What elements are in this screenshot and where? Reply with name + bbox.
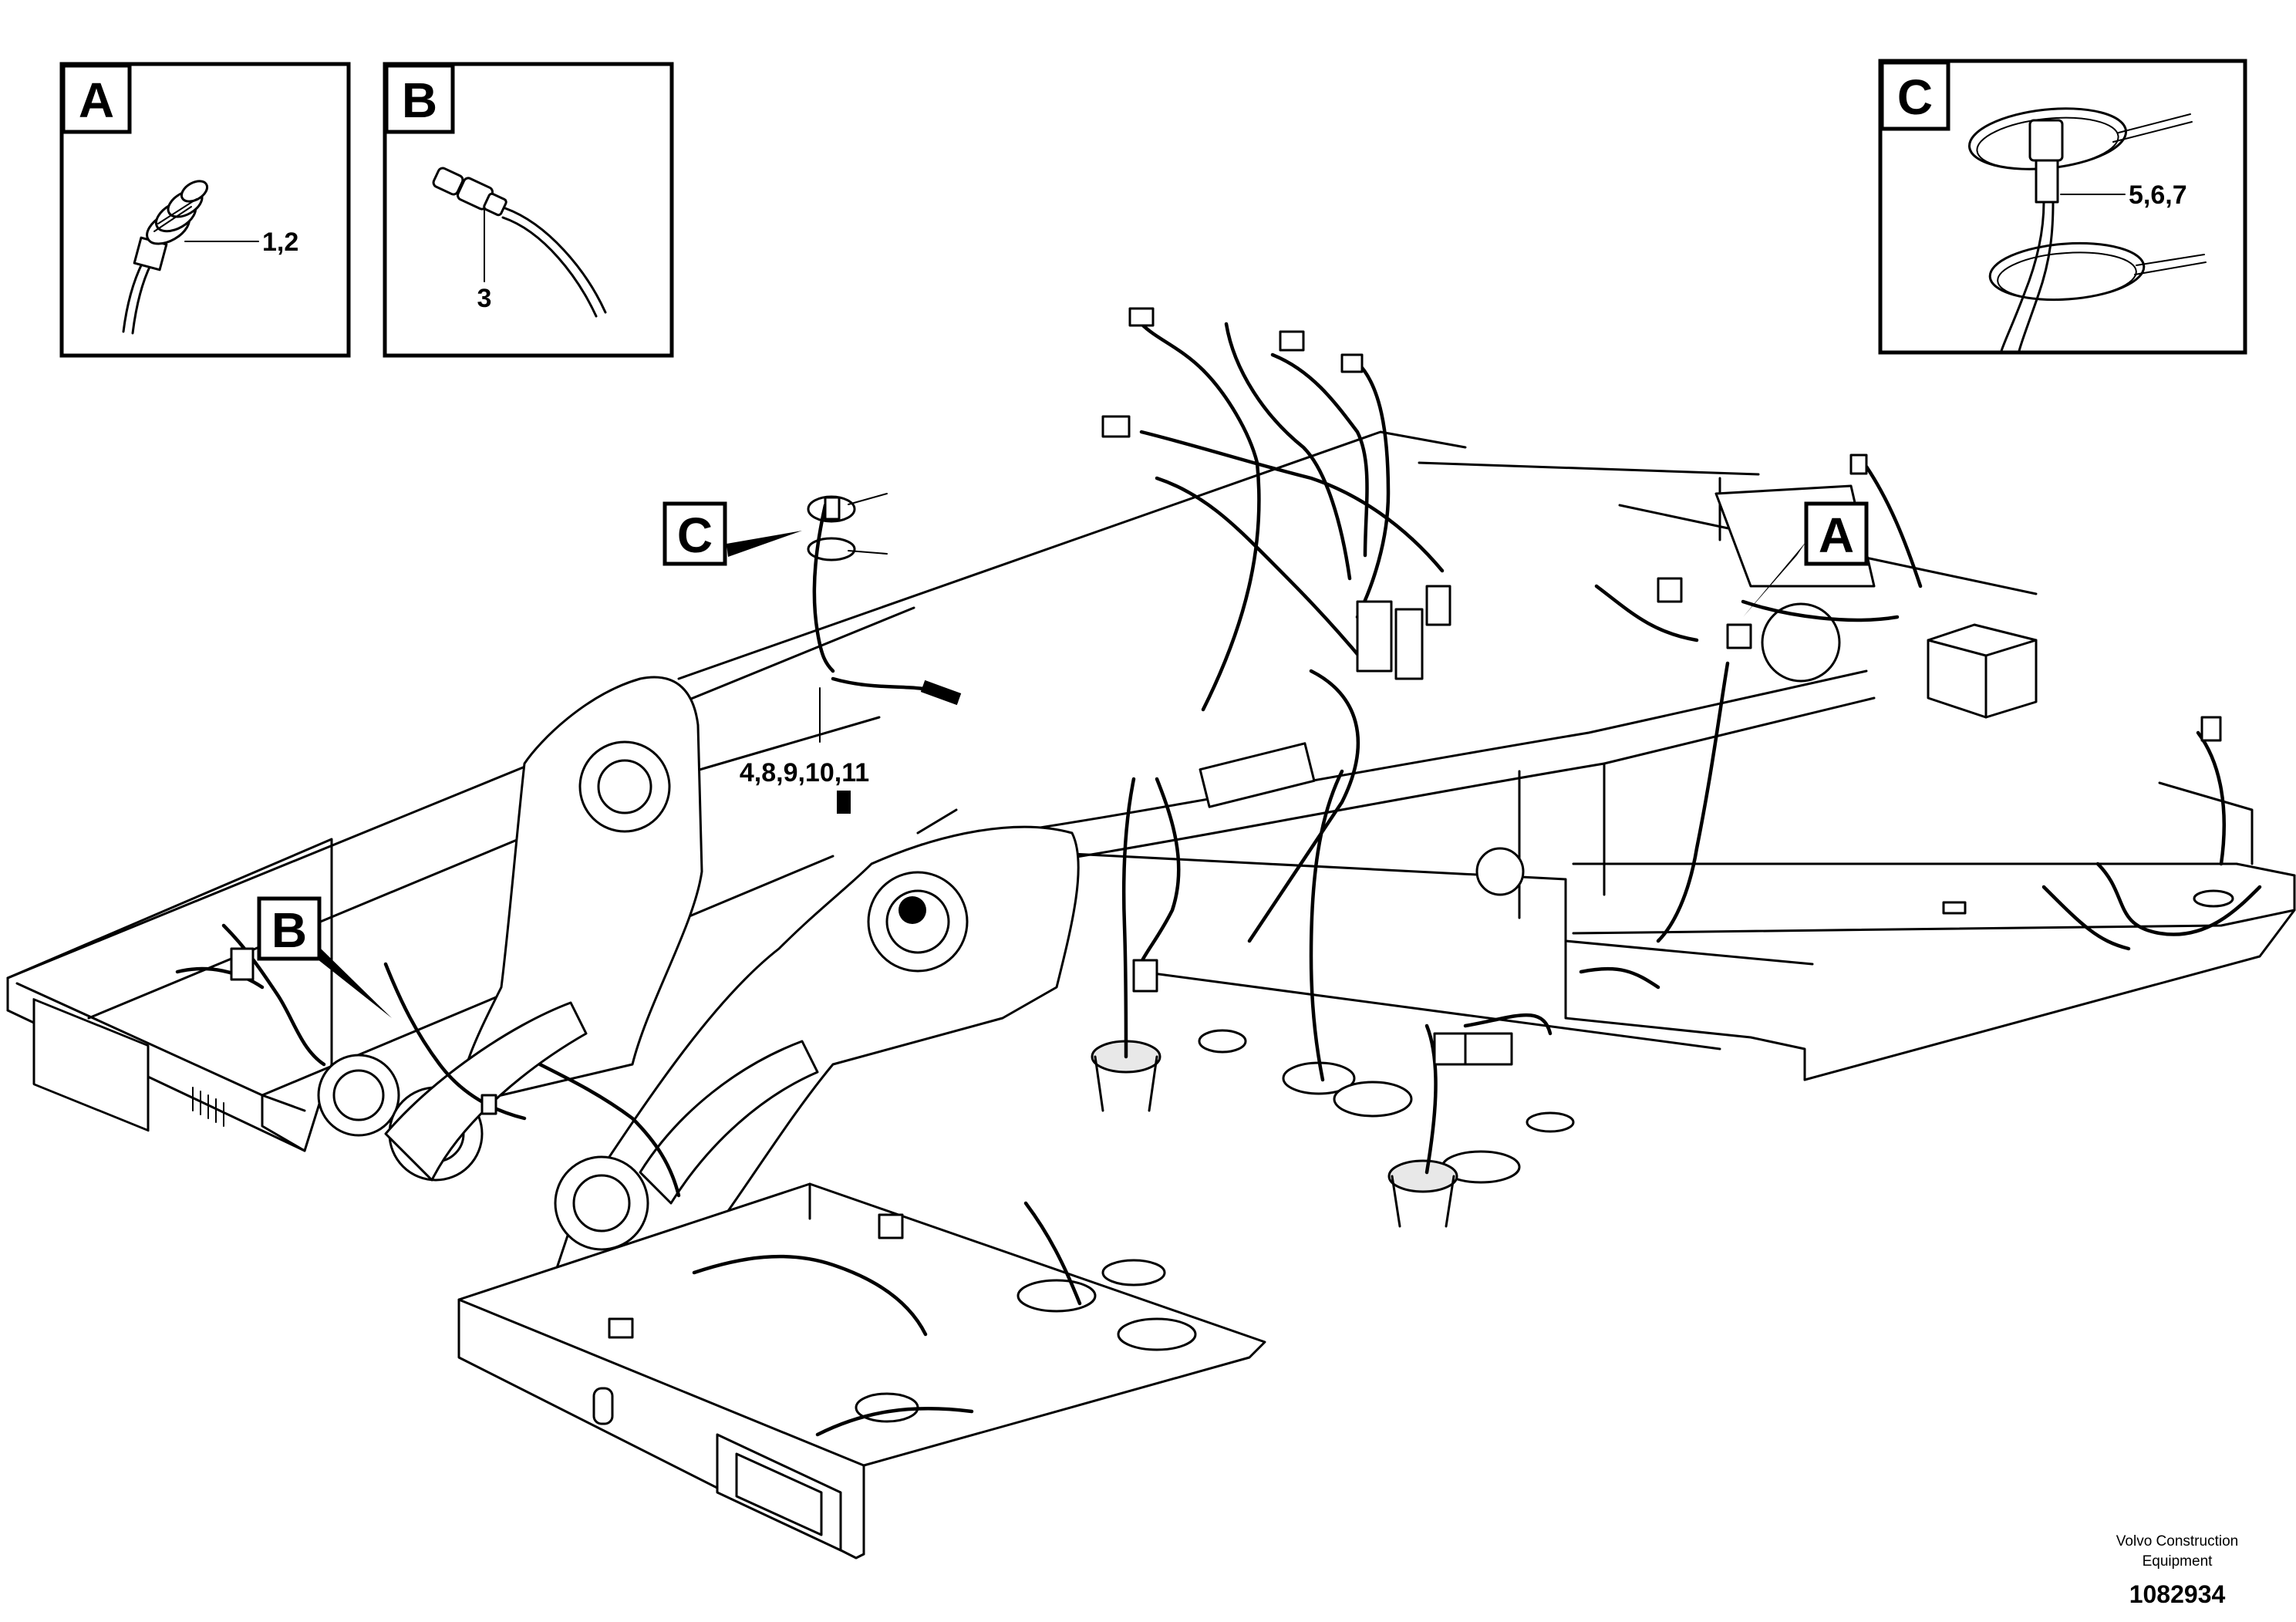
marker-b-letter: B	[271, 902, 307, 958]
wiring-harness-illustration	[175, 307, 2262, 1437]
detail-c-callout: 5,6,7	[2129, 180, 2187, 210]
marker-a-main: A	[1743, 501, 1869, 617]
detail-view-a: A 1,2	[59, 62, 351, 358]
marker-b-arrow	[318, 947, 392, 1018]
detail-a-letter: A	[79, 73, 114, 128]
detail-view-b: B 3	[383, 62, 674, 358]
marker-c-main: C	[663, 493, 888, 566]
drawing-number: 1082934	[2129, 1580, 2226, 1608]
marker-c-letter: C	[677, 508, 713, 563]
detail-a-sensor-illustration	[122, 180, 209, 335]
company-name-line1: Volvo Construction	[2116, 1533, 2238, 1549]
detail-b-callout: 3	[477, 284, 492, 313]
company-name-line2: Equipment	[2143, 1553, 2213, 1570]
detail-b-letter: B	[402, 73, 437, 128]
marker-c-arrow	[727, 531, 802, 557]
detail-b-label-box	[384, 63, 455, 134]
detail-view-c: C 5,6,7	[1878, 59, 2247, 355]
detail-c-cable-tie-illustration	[1967, 107, 2207, 352]
detail-a-label-box	[61, 63, 132, 134]
main-frame-illustration	[6, 430, 2296, 1560]
marker-b-main: B	[257, 896, 392, 1018]
main-callout: 4,8,9,10,11	[740, 758, 869, 787]
detail-c-label-box	[1880, 60, 1950, 131]
detail-b-connector-illustration	[432, 167, 607, 318]
detail-a-callout: 1,2	[262, 228, 298, 257]
detail-c-letter: C	[1897, 69, 1933, 125]
marker-a-letter: A	[1819, 508, 1854, 563]
marker-a-arrow	[1743, 541, 1806, 617]
